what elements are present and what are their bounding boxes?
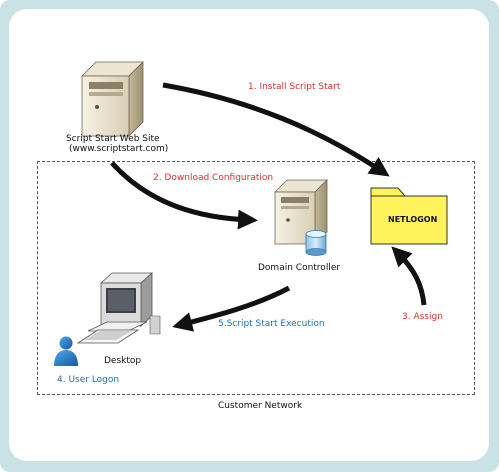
- step-install-label: 1. Install Script Start: [248, 82, 341, 92]
- web-site-url-label: (www.scriptstart.com): [69, 144, 169, 154]
- domain-controller-icon: [274, 179, 328, 256]
- domain-controller-label: Domain Controller: [258, 263, 341, 273]
- netlogon-folder-icon: [370, 187, 448, 245]
- arrow-download: [110, 161, 258, 230]
- step-logon-label: 4. User Logon: [57, 375, 120, 385]
- step-assign-label: 3. Assign: [402, 312, 443, 322]
- arrow-install: [162, 82, 390, 177]
- user-person-icon: [54, 336, 78, 366]
- step-execution-label: 5.Script Start Execution: [218, 319, 325, 329]
- customer-network-label: Customer Network: [218, 401, 303, 411]
- netlogon-label: NETLOGON: [388, 215, 438, 224]
- web-site-label: Script Start Web Site: [66, 134, 160, 144]
- desktop-label: Desktop: [104, 356, 142, 366]
- customer-network-boundary: [37, 161, 475, 395]
- web-server-icon: [81, 61, 144, 137]
- arrow-execution: [172, 285, 291, 332]
- step-download-label: 2. Download Configuration: [153, 173, 274, 183]
- arrow-assign: [391, 246, 427, 306]
- desktop-computer-icon: [76, 272, 161, 344]
